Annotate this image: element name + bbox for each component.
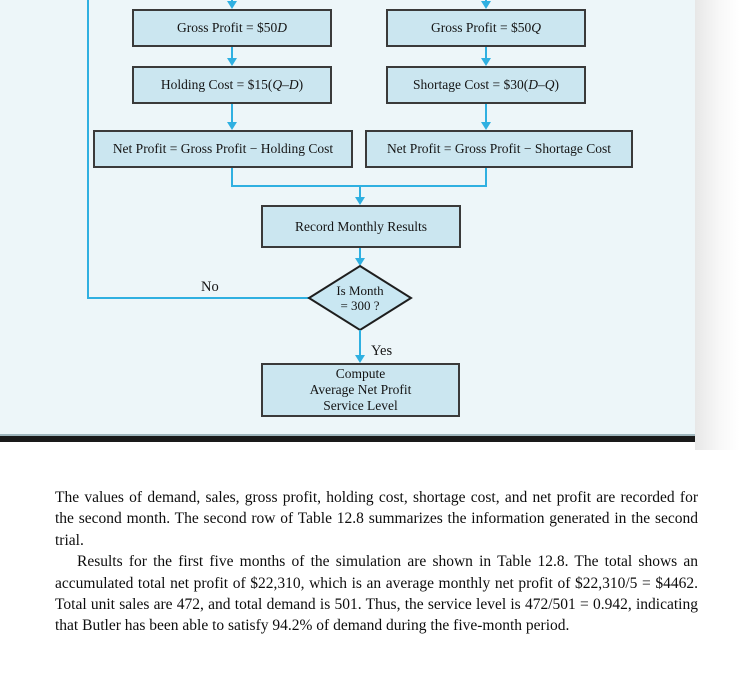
arrowhead: [355, 355, 365, 363]
arrowhead: [227, 58, 237, 66]
net-profit-box-right: Net Profit = Gross Profit − Shortage Cos…: [365, 130, 633, 168]
decision-label-line2: = 300 ?: [340, 298, 380, 313]
record-monthly-results-box: Record Monthly Results: [261, 205, 461, 248]
holding-cost-box: Holding Cost = $15(Q – D): [132, 66, 332, 104]
connector-svg: [87, 0, 491, 363]
compute-box-line2: Average Net Profit: [309, 382, 412, 397]
page-edge-shadow: [695, 0, 740, 450]
paragraph-1: The values of demand, sales, gross profi…: [55, 489, 698, 549]
figure-bottom-rule: [0, 434, 695, 442]
shortage-cost-box: Shortage Cost = $30(D – Q): [386, 66, 586, 104]
compute-box-line1: Compute: [335, 366, 386, 381]
decision-label-line1: Is Month: [336, 283, 384, 298]
body-text: The values of demand, sales, gross profi…: [55, 487, 698, 637]
paragraph-2: Results for the first five months of the…: [55, 553, 698, 635]
arrowhead: [355, 258, 365, 266]
compute-results-box: Compute Average Net Profit Service Level: [261, 363, 460, 417]
yes-label: Yes: [371, 343, 393, 359]
no-loop-connector: [87, 0, 309, 299]
net-profit-box-left: Net Profit = Gross Profit − Holding Cost: [93, 130, 353, 168]
arrowhead: [355, 197, 365, 205]
compute-box-line3: Service Level: [323, 398, 398, 413]
arrowhead: [227, 1, 237, 9]
arrowhead: [481, 58, 491, 66]
no-label: No: [201, 279, 219, 295]
decision-label: Is Month = 300 ?: [310, 283, 410, 313]
arrowhead: [227, 122, 237, 130]
arrowhead: [481, 1, 491, 9]
arrowhead: [481, 122, 491, 130]
